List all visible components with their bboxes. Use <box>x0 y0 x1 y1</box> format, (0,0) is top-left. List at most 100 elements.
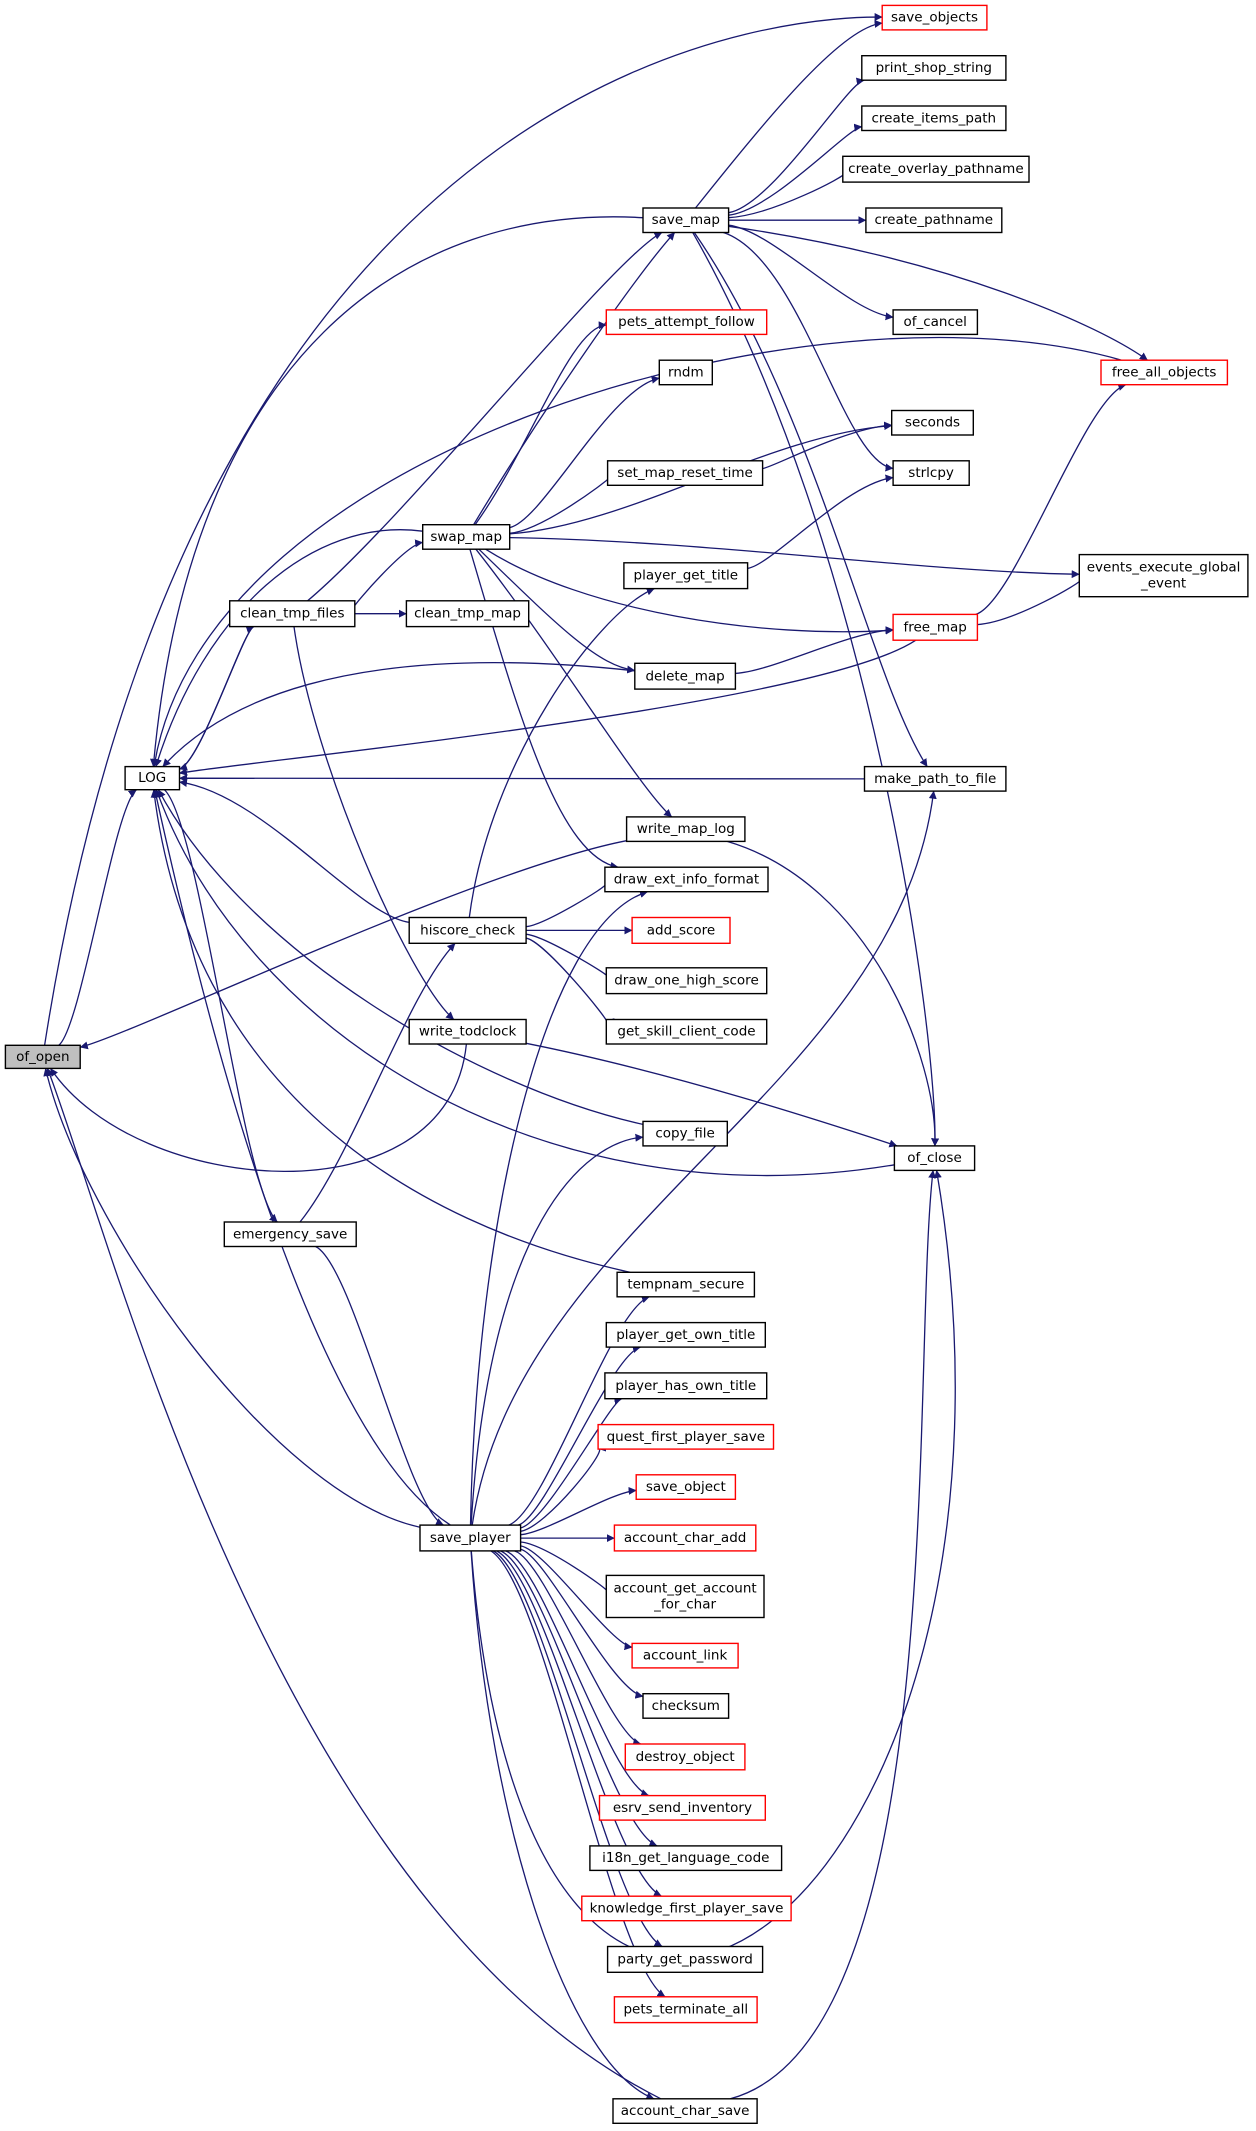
node-box-account_char_add[interactable] <box>613 1524 757 1552</box>
node-box-get_skill_client_code[interactable] <box>605 1018 768 1045</box>
node-clean_tmp_files[interactable]: clean_tmp_files <box>228 600 356 628</box>
node-box-create_items_path[interactable] <box>861 105 1007 132</box>
node-checksum[interactable]: checksum <box>642 1692 730 1719</box>
node-player_get_title[interactable]: player_get_title <box>623 562 749 590</box>
node-box-of_cancel[interactable] <box>892 309 979 336</box>
node-knowledge_first_player_save[interactable]: knowledge_first_player_save <box>581 1895 792 1922</box>
node-box-hiscore_check[interactable] <box>408 916 527 944</box>
node-box-add_score[interactable] <box>631 916 731 944</box>
node-create_pathname[interactable]: create_pathname <box>865 207 1003 234</box>
node-box-emergency_save[interactable] <box>223 1221 357 1248</box>
node-account_get_account_for_char[interactable]: account_get_account_for_char <box>605 1574 765 1619</box>
node-box-seconds[interactable] <box>891 409 975 436</box>
node-write_todclock[interactable]: write_todclock <box>408 1018 527 1045</box>
node-free_map[interactable]: free_map <box>892 613 979 641</box>
node-box-save_object[interactable] <box>635 1474 737 1501</box>
node-box-rndm[interactable] <box>658 359 713 386</box>
node-box-pets_terminate_all[interactable] <box>613 1996 758 2024</box>
node-delete_map[interactable]: delete_map <box>634 662 737 690</box>
node-box-of_open[interactable] <box>4 1044 81 1070</box>
node-box-print_shop_string[interactable] <box>861 55 1007 81</box>
node-box-draw_ext_info_format[interactable] <box>604 866 769 893</box>
node-box-esrv_send_inventory[interactable] <box>598 1794 767 1821</box>
node-box-save_map[interactable] <box>642 207 730 234</box>
node-player_get_own_title[interactable]: player_get_own_title <box>605 1321 766 1348</box>
node-copy_file[interactable]: copy_file <box>642 1120 729 1147</box>
node-events_execute_global_event[interactable]: events_execute_global_event <box>1078 553 1249 598</box>
node-rndm[interactable]: rndm <box>658 359 713 386</box>
node-box-create_pathname[interactable] <box>865 207 1003 234</box>
node-box-account_char_save[interactable] <box>612 2098 758 2125</box>
node-box-events_execute_global_event[interactable] <box>1078 553 1249 598</box>
node-box-tempnam_secure[interactable] <box>616 1271 756 1298</box>
node-box-account_link[interactable] <box>631 1642 739 1669</box>
node-account_link[interactable]: account_link <box>631 1642 739 1669</box>
node-LOG[interactable]: LOG <box>124 765 181 791</box>
node-box-draw_one_high_score[interactable] <box>605 967 768 995</box>
node-create_overlay_pathname[interactable]: create_overlay_pathname <box>842 155 1030 183</box>
node-swap_map[interactable]: swap_map <box>422 524 511 550</box>
node-box-write_todclock[interactable] <box>408 1018 527 1045</box>
node-save_objects[interactable]: save_objects <box>881 4 988 31</box>
node-of_cancel[interactable]: of_cancel <box>892 309 979 336</box>
node-box-party_get_password[interactable] <box>606 1945 764 1973</box>
node-pets_terminate_all[interactable]: pets_terminate_all <box>613 1996 758 2024</box>
node-box-delete_map[interactable] <box>634 662 737 690</box>
node-box-player_get_title[interactable] <box>623 562 749 590</box>
node-box-player_get_own_title[interactable] <box>605 1321 766 1348</box>
node-save_map[interactable]: save_map <box>642 207 730 234</box>
node-i18n_get_language_code[interactable]: i18n_get_language_code <box>589 1845 783 1872</box>
node-box-copy_file[interactable] <box>642 1120 729 1147</box>
node-box-save_objects[interactable] <box>881 4 988 31</box>
node-save_object[interactable]: save_object <box>635 1474 737 1501</box>
node-write_map_log[interactable]: write_map_log <box>625 816 746 843</box>
node-of_open[interactable]: of_open <box>4 1044 81 1070</box>
node-seconds[interactable]: seconds <box>891 409 975 436</box>
node-box-pets_attempt_follow[interactable] <box>605 309 768 336</box>
node-box-of_close[interactable] <box>893 1145 976 1172</box>
node-draw_one_high_score[interactable]: draw_one_high_score <box>605 967 768 995</box>
node-box-make_path_to_file[interactable] <box>863 765 1007 792</box>
node-box-knowledge_first_player_save[interactable] <box>581 1895 792 1922</box>
node-box-checksum[interactable] <box>642 1692 730 1719</box>
node-party_get_password[interactable]: party_get_password <box>606 1945 764 1973</box>
node-box-LOG[interactable] <box>124 765 181 791</box>
node-box-free_all_objects[interactable] <box>1100 359 1229 386</box>
node-box-clean_tmp_map[interactable] <box>405 600 530 628</box>
node-clean_tmp_map[interactable]: clean_tmp_map <box>405 600 530 628</box>
node-add_score[interactable]: add_score <box>631 916 731 944</box>
node-set_map_reset_time[interactable]: set_map_reset_time <box>606 460 764 486</box>
node-box-free_map[interactable] <box>892 613 979 641</box>
node-box-destroy_object[interactable] <box>624 1743 746 1771</box>
node-box-clean_tmp_files[interactable] <box>228 600 356 628</box>
node-make_path_to_file[interactable]: make_path_to_file <box>863 765 1007 792</box>
node-box-write_map_log[interactable] <box>625 816 746 843</box>
node-print_shop_string[interactable]: print_shop_string <box>861 55 1007 81</box>
node-box-set_map_reset_time[interactable] <box>606 460 764 486</box>
node-save_player[interactable]: save_player <box>419 1524 522 1552</box>
node-draw_ext_info_format[interactable]: draw_ext_info_format <box>604 866 769 893</box>
node-box-swap_map[interactable] <box>422 524 511 550</box>
node-esrv_send_inventory[interactable]: esrv_send_inventory <box>598 1794 767 1821</box>
node-quest_first_player_save[interactable]: quest_first_player_save <box>597 1423 775 1450</box>
node-box-quest_first_player_save[interactable] <box>597 1423 775 1450</box>
node-player_has_own_title[interactable]: player_has_own_title <box>604 1372 768 1400</box>
node-box-create_overlay_pathname[interactable] <box>842 155 1030 183</box>
node-box-save_player[interactable] <box>419 1524 522 1552</box>
node-get_skill_client_code[interactable]: get_skill_client_code <box>605 1018 768 1045</box>
node-box-i18n_get_language_code[interactable] <box>589 1845 783 1872</box>
node-free_all_objects[interactable]: free_all_objects <box>1100 359 1229 386</box>
node-emergency_save[interactable]: emergency_save <box>223 1221 357 1248</box>
node-hiscore_check[interactable]: hiscore_check <box>408 916 527 944</box>
node-box-strlcpy[interactable] <box>892 460 970 486</box>
node-strlcpy[interactable]: strlcpy <box>892 460 970 486</box>
node-pets_attempt_follow[interactable]: pets_attempt_follow <box>605 309 768 336</box>
node-create_items_path[interactable]: create_items_path <box>861 105 1007 132</box>
node-account_char_save[interactable]: account_char_save <box>612 2098 758 2125</box>
node-of_close[interactable]: of_close <box>893 1145 976 1172</box>
node-box-account_get_account_for_char[interactable] <box>605 1574 765 1619</box>
node-destroy_object[interactable]: destroy_object <box>624 1743 746 1771</box>
node-account_char_add[interactable]: account_char_add <box>613 1524 757 1552</box>
node-box-player_has_own_title[interactable] <box>604 1372 768 1400</box>
node-tempnam_secure[interactable]: tempnam_secure <box>616 1271 756 1298</box>
